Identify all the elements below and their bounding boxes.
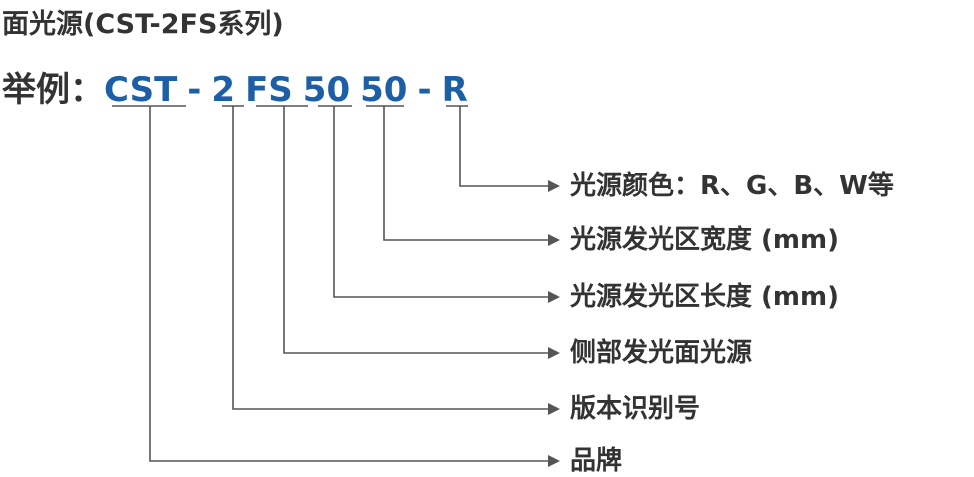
- desc-type: 侧部发光面光源: [570, 338, 753, 368]
- code-version: 2: [211, 70, 236, 110]
- example-label: 举例：: [2, 70, 104, 110]
- connector-type: [283, 106, 548, 354]
- arrow-type: [548, 347, 560, 359]
- code-width: 50: [360, 70, 408, 110]
- desc-length: 光源发光区长度 (mm): [570, 282, 840, 312]
- connector-width: [383, 106, 548, 241]
- arrow-length: [548, 291, 560, 303]
- connector-version: [232, 106, 548, 410]
- desc-brand: 品牌: [570, 446, 623, 476]
- desc-width: 光源发光区宽度 (mm): [570, 225, 840, 255]
- connector-color: [459, 106, 548, 187]
- connector-brand: [149, 106, 548, 462]
- code-type: FS: [245, 70, 293, 110]
- code-color: R: [441, 70, 468, 110]
- desc-color: 光源颜色：R、G、B、W等: [570, 171, 894, 201]
- connector-length: [333, 106, 548, 298]
- diagram-title: 面光源(CST-2FS系列): [2, 9, 284, 40]
- code-brand: CST: [104, 70, 178, 110]
- code-dash-2: -: [417, 70, 432, 110]
- arrow-width: [548, 234, 560, 246]
- desc-version: 版本识别号: [570, 394, 701, 424]
- code-dash-1: -: [187, 70, 202, 110]
- code-length: 50: [302, 70, 351, 110]
- example-row: 举例： CST - 2 FS 50 50 - R: [2, 62, 468, 111]
- arrow-version: [548, 403, 560, 415]
- arrow-color: [548, 180, 560, 192]
- arrow-brand: [548, 455, 560, 467]
